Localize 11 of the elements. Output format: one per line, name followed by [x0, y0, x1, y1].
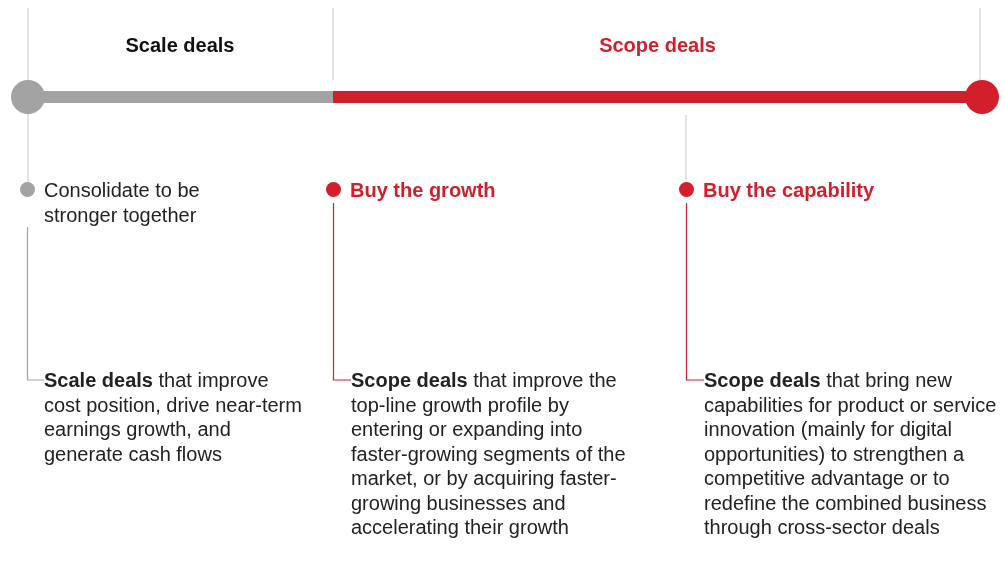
item-heading: Buy the growth [350, 178, 496, 203]
description-text: Scope deals that improve the top-line growth profile by entering or expanding into faster-growing segments of the market, or by acquiring faster-growing businesses and accelerating their growth [351, 368, 643, 540]
description-text: Scale deals that improve cost position, drive near-term earnings growth, and generate cash flows [44, 368, 306, 466]
item-heading: Buy the capability [703, 178, 875, 203]
section-heading: Scope deals [598, 34, 717, 57]
item-heading: Consolidate to be stronger together [44, 178, 201, 227]
leader-line [332, 202, 352, 381]
section-heading: Scale deals [124, 34, 236, 57]
leader-line [26, 226, 45, 381]
description-text: Scope deals that bring new capabilities for product or service innovation (mainly for digital opportunities) to strengthen a competitive advantage or to redefine the combined business through cross-sector deals [704, 368, 1002, 540]
leader-line [685, 202, 705, 381]
